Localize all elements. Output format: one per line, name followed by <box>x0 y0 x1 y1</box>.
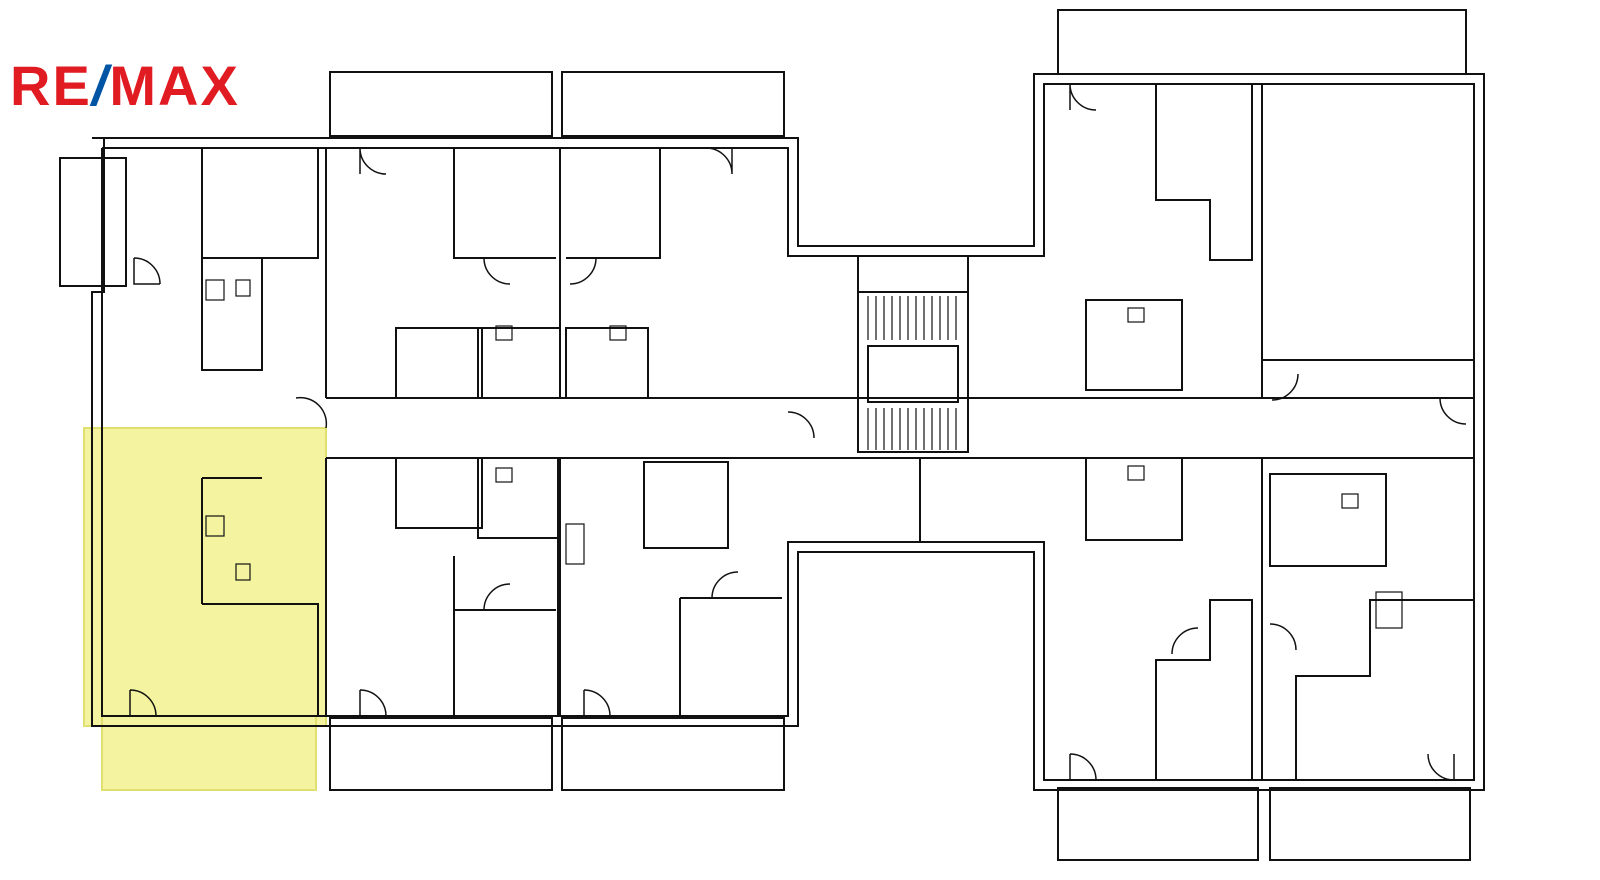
elevator <box>867 345 959 403</box>
balcony <box>59 157 127 287</box>
partition-wall <box>798 457 1034 543</box>
door <box>1269 623 1297 651</box>
balcony <box>1057 9 1467 75</box>
sink <box>495 325 513 341</box>
bathroom <box>395 327 483 399</box>
highlighted-unit[interactable] <box>83 427 327 791</box>
partition-wall <box>1155 599 1253 780</box>
sink <box>1127 307 1145 323</box>
sink <box>1341 493 1359 509</box>
door <box>583 689 611 717</box>
bathroom <box>395 457 483 529</box>
kitchen-counter <box>565 523 585 565</box>
bathroom <box>1085 299 1183 391</box>
balcony <box>329 717 553 791</box>
balcony <box>329 71 553 137</box>
partition-wall <box>453 556 782 716</box>
bathroom <box>1085 457 1183 541</box>
partition-wall <box>1295 599 1474 780</box>
stair-treads <box>867 408 957 450</box>
balcony <box>561 717 785 791</box>
door <box>483 257 597 285</box>
partition-wall <box>201 148 319 371</box>
partition-wall <box>453 148 661 259</box>
door <box>1427 753 1455 781</box>
partition-wall <box>325 148 561 716</box>
bathroom <box>643 461 729 549</box>
bathroom <box>565 327 649 399</box>
toilet <box>235 563 251 581</box>
bathroom <box>1269 473 1387 567</box>
partition-wall <box>201 477 319 716</box>
door <box>359 689 387 717</box>
bathroom <box>477 327 561 399</box>
door <box>133 257 161 285</box>
door <box>1069 83 1097 111</box>
sink <box>205 279 225 301</box>
sink <box>609 325 627 341</box>
door <box>483 583 511 611</box>
kitchen-counter <box>1375 591 1403 629</box>
door <box>711 571 739 599</box>
logo-text-max: MAX <box>109 54 240 117</box>
stair-treads <box>867 296 957 340</box>
logo-text-re: RE <box>10 54 92 117</box>
sink <box>495 467 513 483</box>
stair-wall <box>857 256 969 292</box>
bathroom <box>477 457 561 539</box>
inner-wall <box>101 83 1475 781</box>
corridor-wall <box>326 397 1282 459</box>
door <box>1271 373 1299 401</box>
door <box>787 411 815 439</box>
corridor-wall <box>1044 397 1474 459</box>
door <box>129 689 157 717</box>
door <box>359 147 387 175</box>
outer-wall <box>91 73 1485 791</box>
sink <box>1127 465 1145 481</box>
partition-wall <box>1155 84 1253 261</box>
toilet <box>235 279 251 297</box>
door <box>1171 627 1199 655</box>
logo-slash: / <box>91 54 110 117</box>
door <box>1069 753 1097 781</box>
stair-core <box>857 291 969 453</box>
balcony <box>561 71 785 137</box>
door <box>1439 397 1467 425</box>
sink <box>205 515 225 537</box>
remax-logo: RE/MAX <box>10 58 240 114</box>
door <box>295 396 328 429</box>
balcony <box>1269 787 1471 861</box>
door <box>705 147 733 175</box>
balcony <box>1057 787 1259 861</box>
